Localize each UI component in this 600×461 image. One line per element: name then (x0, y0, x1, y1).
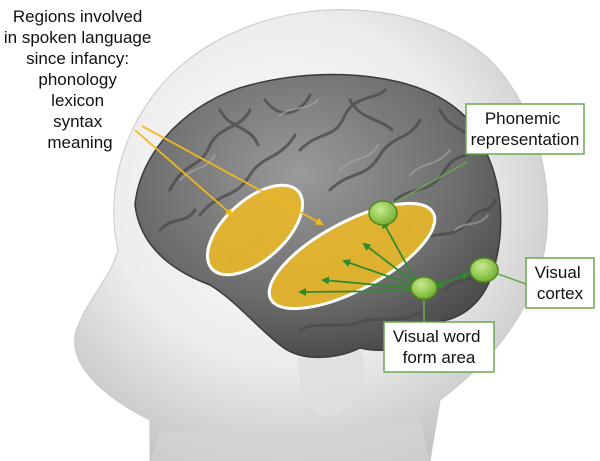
vwfa-label-line-1: Visual word (393, 327, 481, 346)
regions-description: Regions involved in spoken language sinc… (4, 7, 156, 152)
brain-highlights (179, 99, 489, 231)
region-pointers (134, 125, 324, 225)
regions-line-5: lexicon (51, 91, 104, 110)
vwfa-label: Visual word form area (393, 327, 485, 367)
regions-line-7: meaning (47, 133, 112, 152)
phonemic-label: Phonemic representation (471, 109, 580, 149)
visual-cortex-label: Visual cortex (535, 263, 586, 303)
label-connectors (391, 161, 527, 322)
regions-line-6: syntax (53, 112, 103, 131)
regions-line-2: in spoken language (4, 28, 151, 47)
phonemic-label-line-1: Phonemic (485, 109, 561, 128)
regions-line-1: Regions involved (13, 7, 142, 26)
vwfa-node (410, 276, 438, 300)
phonemic-node (368, 200, 398, 226)
phonemic-label-line-2: representation (471, 130, 580, 149)
vwfa-connections (298, 220, 470, 296)
visual-cortex-node (469, 257, 499, 283)
visual-cortex-label-line-1: Visual (535, 263, 581, 282)
neck-shade (150, 420, 430, 461)
phonemic-label-box (465, 103, 585, 155)
visual-cortex-label-box (525, 257, 595, 309)
vwfa-label-box (383, 321, 495, 373)
visual-cortex-label-line-2: cortex (537, 284, 584, 303)
frontal-language-region (205, 183, 305, 277)
regions-line-4: phonology (38, 70, 117, 89)
regions-line-3: since infancy: (26, 49, 129, 68)
vwfa-label-line-2: form area (403, 348, 476, 367)
